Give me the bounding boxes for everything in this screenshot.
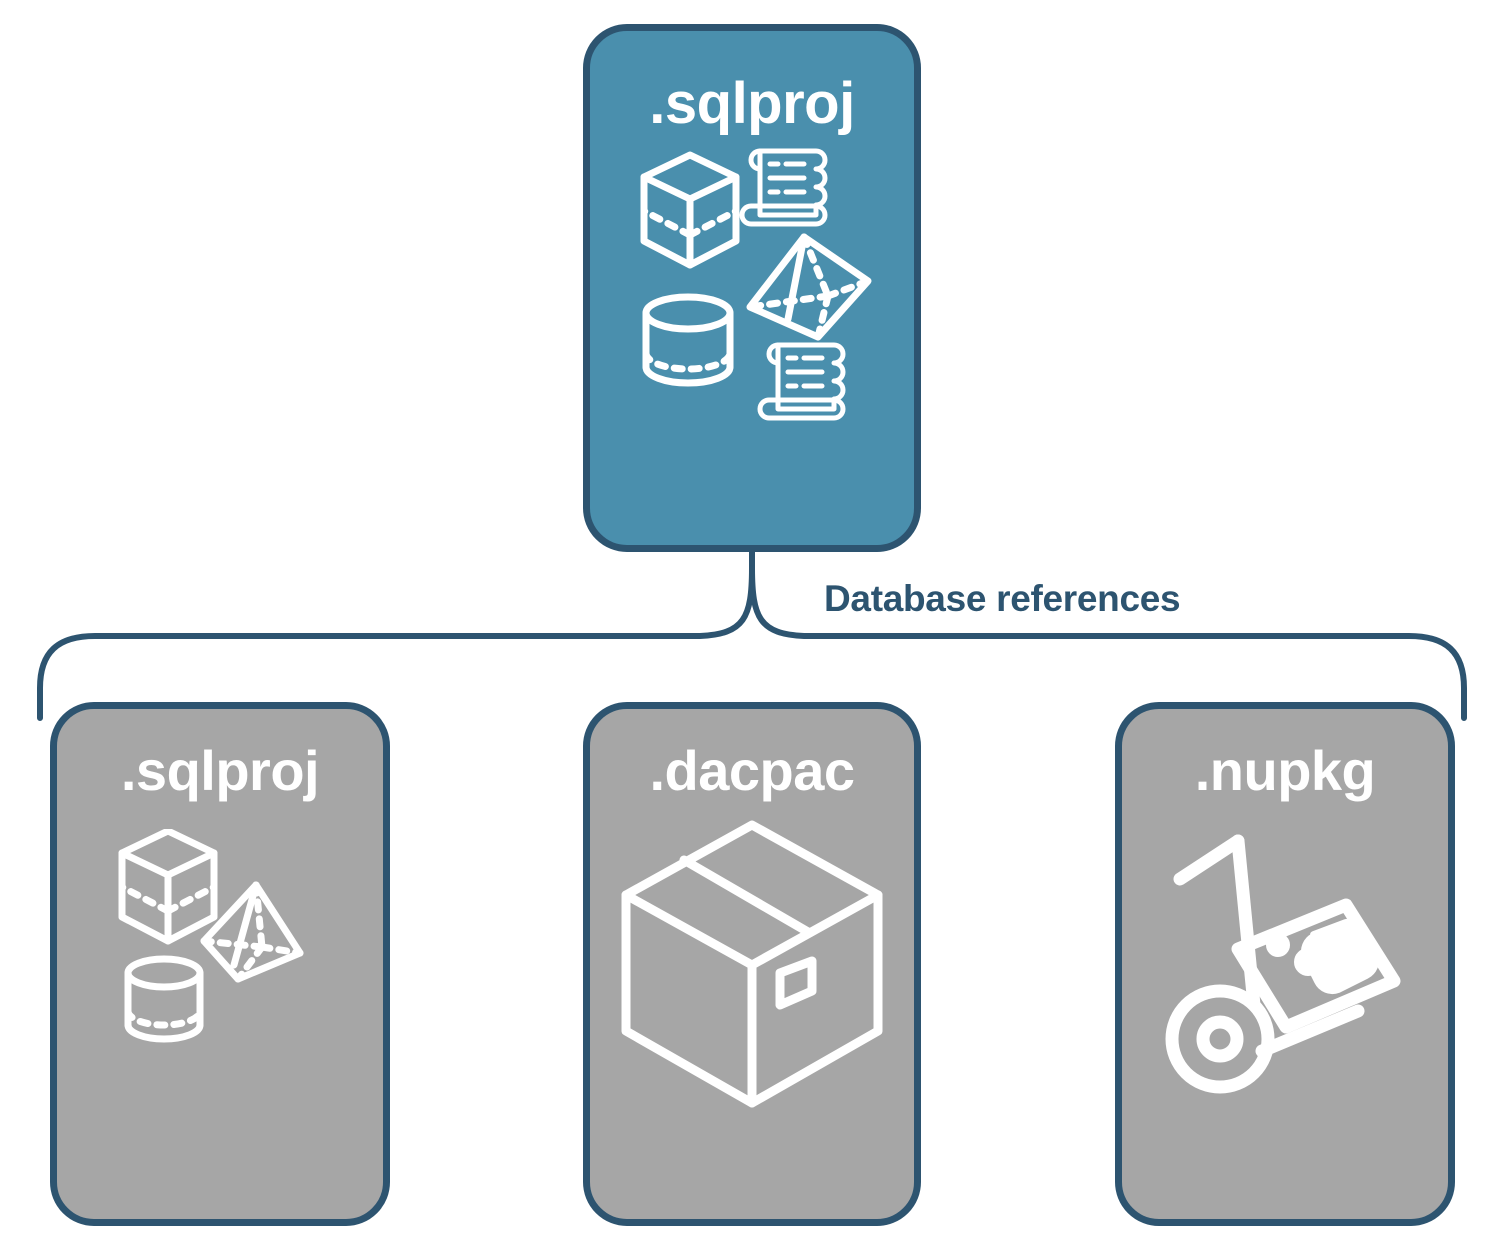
- wireframe-pyramid-icon: [746, 233, 872, 341]
- package-box-icon: [621, 820, 883, 1108]
- nuget-package-icon: [1231, 898, 1401, 1034]
- wireframe-cylinder-icon: [642, 293, 734, 387]
- wireframe-cube-icon: [640, 151, 740, 269]
- dacpac-card-artwork: [590, 799, 914, 1219]
- brace-label: Database references: [818, 578, 1187, 620]
- sqlproj-card-title: .sqlproj: [120, 739, 320, 802]
- root-sqlproj-card-title: .sqlproj: [649, 71, 855, 136]
- sqlproj-card[interactable]: .sqlproj: [50, 702, 390, 1226]
- wireframe-cylinder-icon: [124, 955, 204, 1043]
- wireframe-pyramid-icon: [200, 881, 304, 983]
- sqlproj-card-artwork: [57, 799, 383, 1219]
- root-card-icon-group: [640, 148, 872, 421]
- sqlproj-card-icon-group: [118, 829, 304, 1043]
- nupkg-card-artwork: [1122, 799, 1448, 1219]
- scroll-script-icon: [757, 342, 846, 421]
- brace-left-arm: [37, 565, 755, 721]
- nupkg-card[interactable]: .nupkg: [1115, 702, 1455, 1226]
- root-sqlproj-card-artwork: [590, 133, 914, 545]
- nupkg-card-title: .nupkg: [1194, 739, 1376, 802]
- scroll-script-icon: [739, 148, 828, 227]
- database-references-brace: [37, 549, 1467, 721]
- dacpac-card[interactable]: .dacpac: [583, 702, 921, 1226]
- hand-truck-icon: [1165, 834, 1401, 1094]
- root-sqlproj-card[interactable]: .sqlproj: [583, 24, 921, 552]
- dacpac-card-title: .dacpac: [649, 739, 855, 802]
- wireframe-cube-icon: [118, 829, 218, 945]
